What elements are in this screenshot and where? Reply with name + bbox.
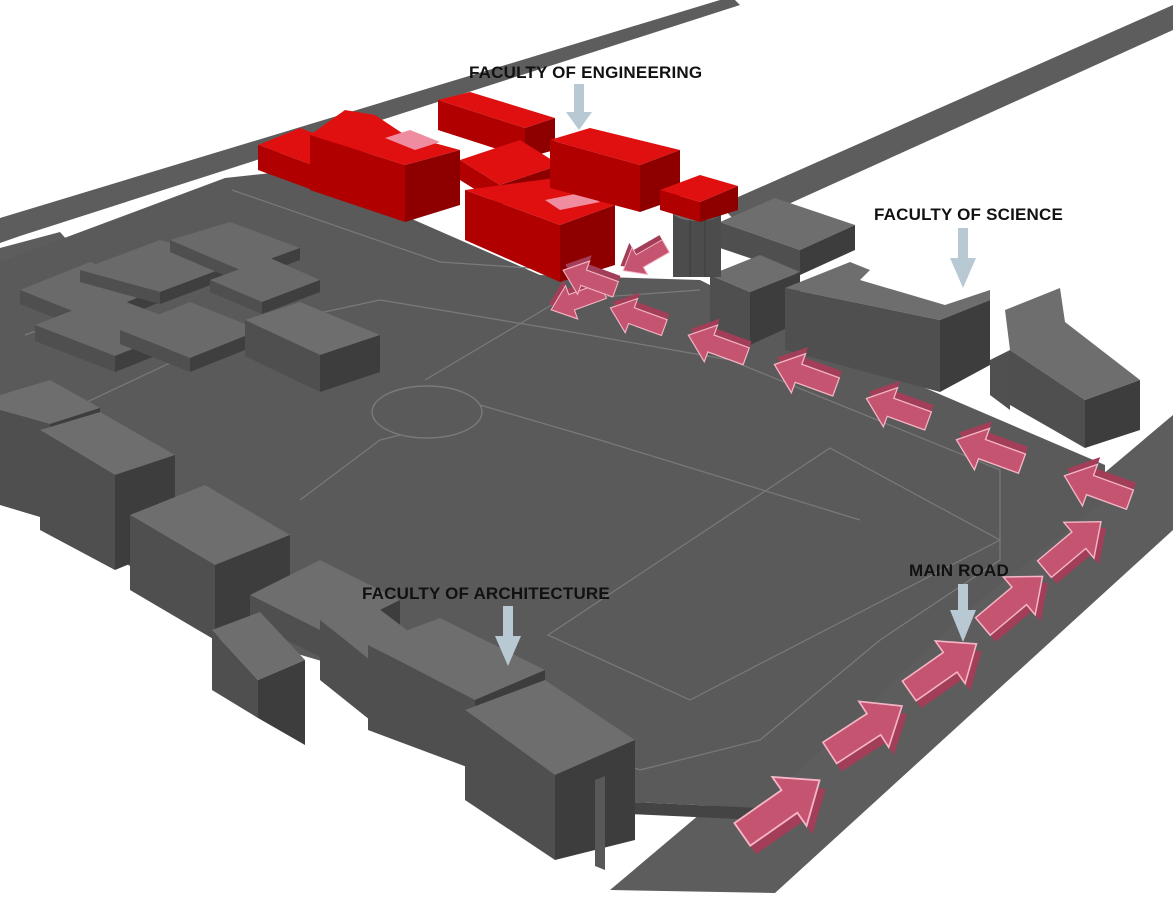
circulation-arrows (549, 235, 1137, 855)
circulation-arrow-icon (620, 235, 671, 276)
building (720, 198, 855, 275)
label-faculty-of-science: FACULTY OF SCIENCE (874, 205, 1063, 224)
labels: FACULTY OF ENGINEERING FACULTY OF SCIENC… (362, 63, 1063, 603)
arrow-top (773, 352, 841, 397)
building (212, 612, 305, 745)
arrow-top (622, 239, 671, 276)
circulation-arrow-icon (609, 292, 670, 337)
pointer-engineering-icon (566, 84, 592, 130)
arrow-top (974, 575, 1044, 637)
pointer-science-icon (950, 228, 976, 288)
low-building (120, 302, 260, 372)
highlight-courtyard (385, 130, 440, 150)
circulation-arrow-icon (901, 640, 982, 709)
road-northeast (720, 5, 1173, 226)
arrow-top (609, 297, 668, 337)
science-buildings (673, 198, 1140, 448)
pointers (495, 84, 976, 666)
roundabout (371, 385, 483, 439)
label-faculty-of-architecture: FACULTY OF ARCHITECTURE (362, 584, 610, 603)
highlight-building (660, 175, 738, 222)
arrow-top (901, 640, 978, 702)
highlight-building (550, 128, 680, 212)
circulation-arrow-icon (1063, 457, 1137, 511)
circulation-arrow-icon (687, 318, 752, 366)
building (465, 680, 635, 870)
arrow-top (955, 427, 1027, 475)
arrow-top (687, 324, 751, 366)
building (990, 288, 1140, 448)
circulation-arrow-icon (955, 421, 1029, 475)
circulation-arrow-icon (562, 255, 621, 298)
building (785, 262, 990, 392)
arrow-top (562, 260, 620, 298)
arrow-top (1063, 463, 1135, 511)
arrow-top (1036, 520, 1102, 579)
circulation-arrow-icon (1036, 520, 1107, 584)
circulation-arrow-icon (821, 700, 908, 772)
circulation-arrow-icon (733, 775, 826, 855)
circulation-arrow-icon (773, 346, 842, 397)
pointer-main-road-icon (950, 584, 976, 642)
highlight-building (310, 110, 460, 222)
mid-block (245, 302, 380, 392)
arrow-top (733, 775, 821, 847)
pointer-architecture-icon (495, 606, 521, 666)
circulation-arrow-icon (865, 380, 934, 431)
label-faculty-of-engineering: FACULTY OF ENGINEERING (469, 63, 702, 82)
label-main-road: MAIN ROAD (909, 561, 1009, 580)
arrow-top (865, 386, 933, 431)
arrow-top (821, 700, 904, 765)
left-edge-buildings (0, 380, 290, 640)
left-cluster (20, 222, 380, 392)
low-building (210, 258, 320, 314)
engineering-buildings (258, 92, 738, 282)
architecture-buildings (212, 560, 635, 870)
circulation-arrow-icon (974, 575, 1049, 642)
